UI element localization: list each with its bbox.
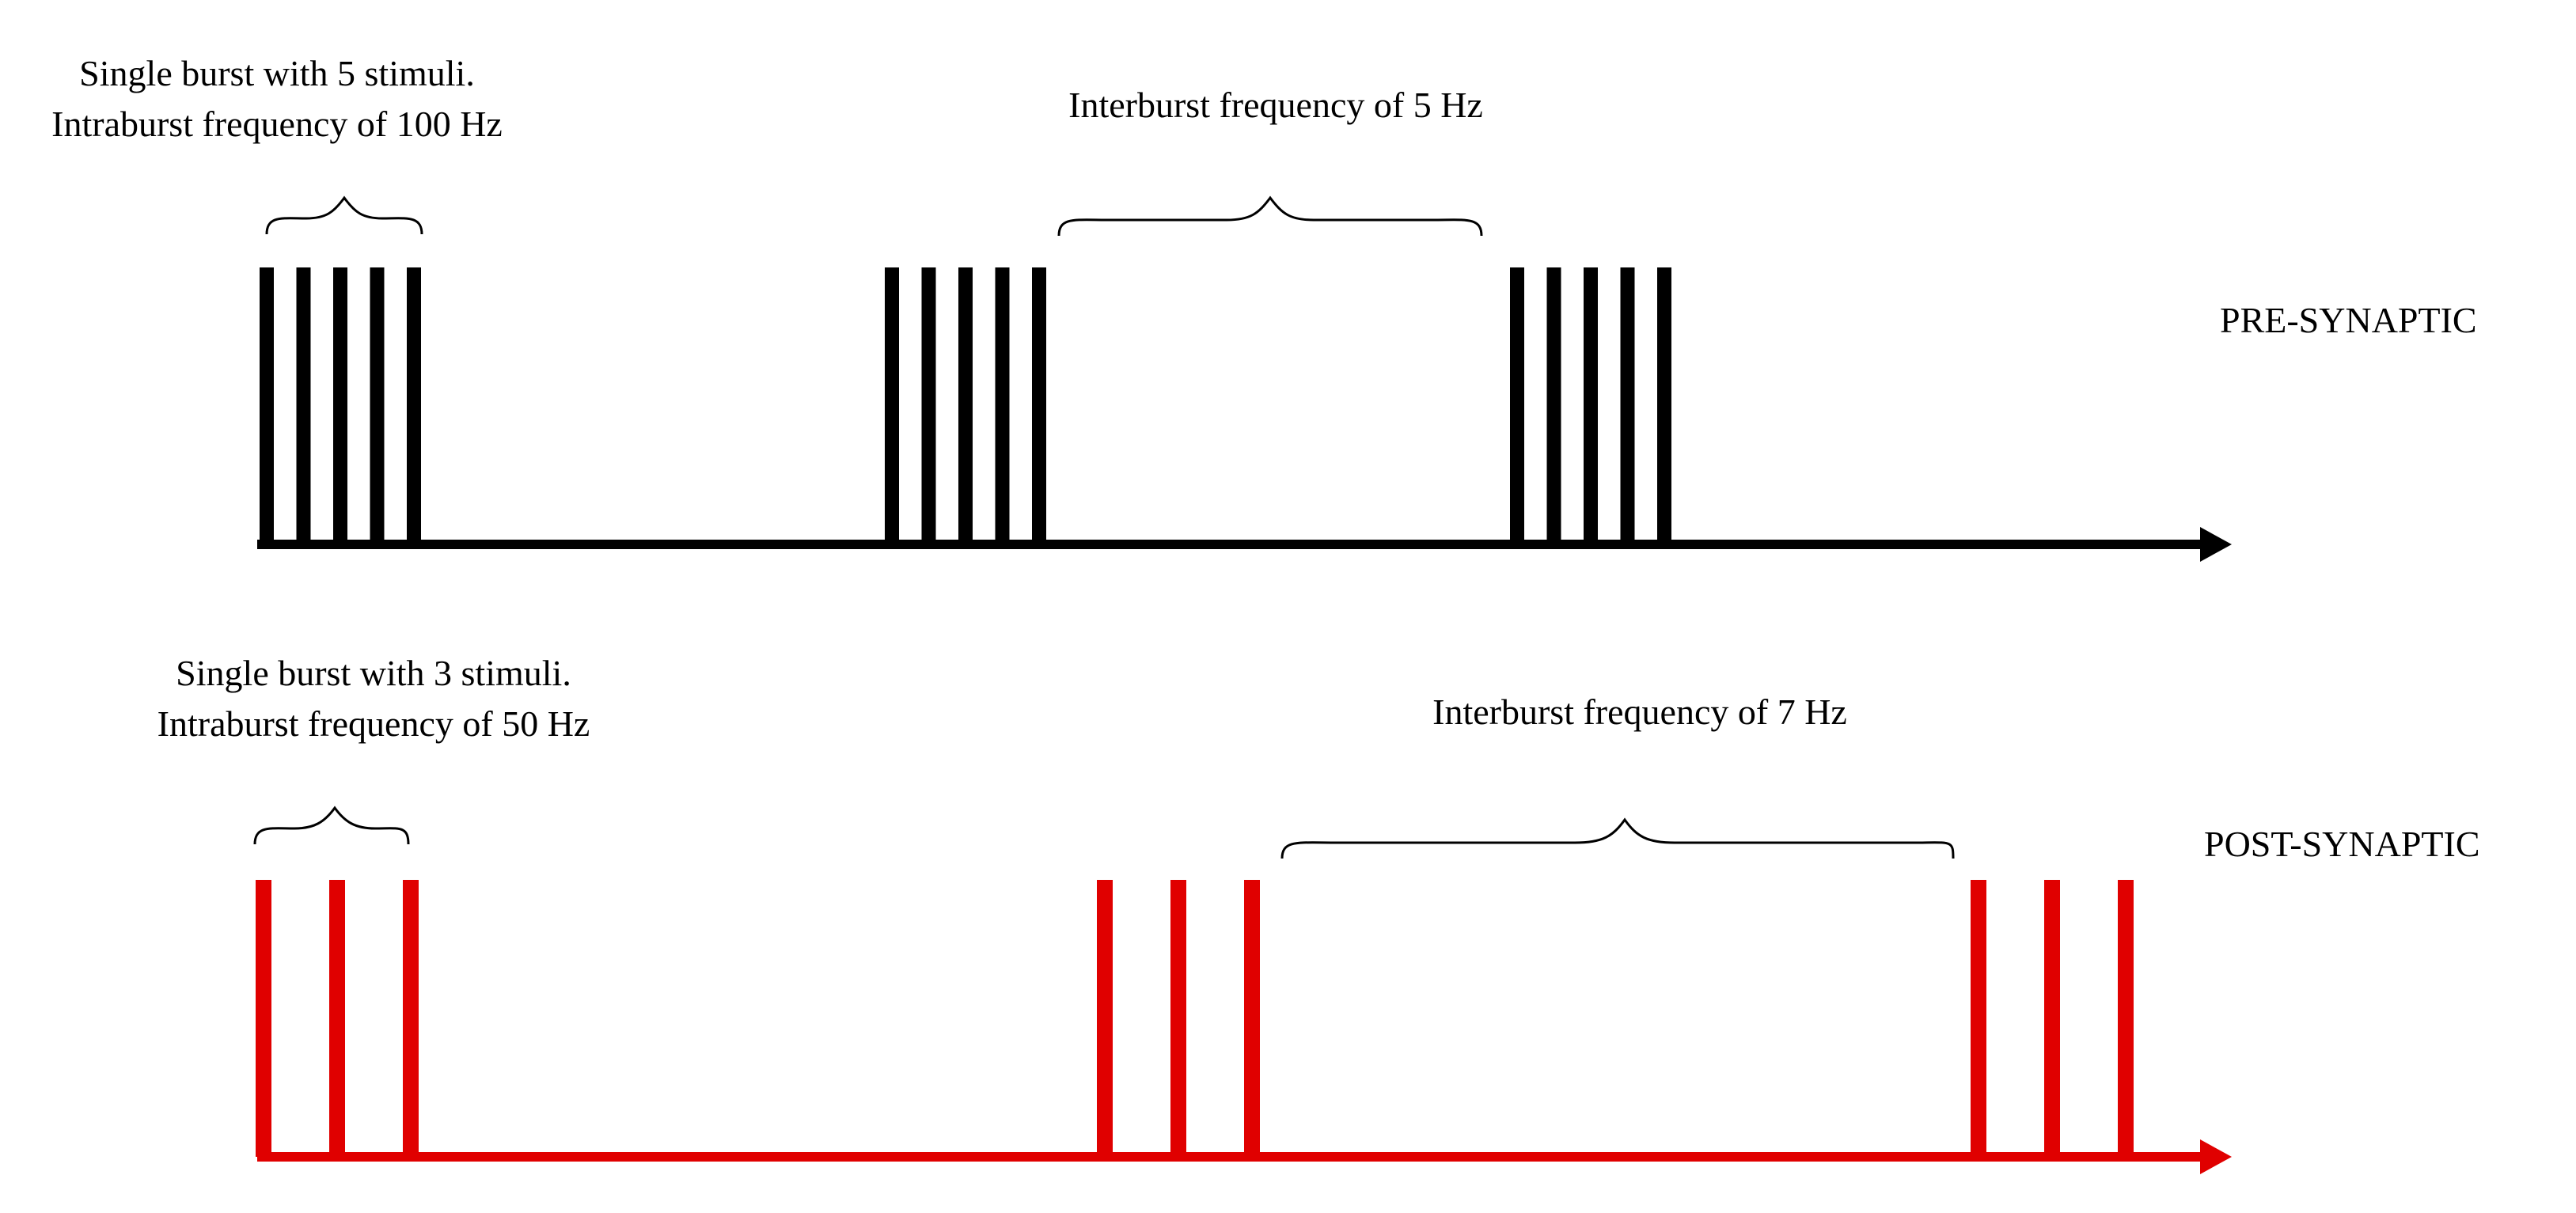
post-pulse-burst1-stim2: [329, 880, 345, 1157]
pre-pulse-burst2-stim2: [921, 267, 936, 544]
pre-pulse-burst3-stim4: [1620, 267, 1635, 544]
pre-interburst-brace: [1057, 195, 1483, 237]
post-axis-arrowhead: [2200, 1139, 2232, 1174]
pre-pulse-burst1-stim5: [407, 267, 421, 544]
post-pulses: [256, 880, 2134, 1157]
post-interburst-note: Interburst frequency of 7 Hz: [1432, 692, 1847, 732]
post-interburst-brace: [1280, 817, 1955, 859]
post-burst-note-line2: Intraburst frequency of 50 Hz: [157, 703, 590, 744]
pre-synaptic-row: Single burst with 5 stimuli. Intraburst …: [51, 53, 2477, 562]
pre-interburst-note: Interburst frequency of 5 Hz: [1068, 85, 1483, 125]
pre-pulse-burst3-stim5: [1657, 267, 1671, 544]
pre-pulse-burst2-stim3: [958, 267, 973, 544]
pre-axis-arrowhead: [2200, 527, 2232, 562]
pre-pulse-burst2-stim5: [1032, 267, 1046, 544]
post-pulse-burst3-stim1: [1971, 880, 1986, 1157]
pre-burst-note-line2: Intraburst frequency of 100 Hz: [51, 104, 503, 144]
pre-burst-note-line1: Single burst with 5 stimuli.: [79, 53, 475, 93]
pre-burst-brace: [265, 195, 423, 235]
post-pulse-burst1-stim1: [256, 880, 271, 1157]
post-pulse-burst2-stim1: [1097, 880, 1113, 1157]
pre-pulse-burst2-stim4: [995, 267, 1010, 544]
post-pulse-burst1-stim3: [403, 880, 419, 1157]
pre-pulse-burst3-stim1: [1510, 267, 1524, 544]
pre-pulse-burst1-stim1: [260, 267, 274, 544]
pre-pulse-burst1-stim4: [370, 267, 385, 544]
post-synaptic-row: Single burst with 3 stimuli. Intraburst …: [157, 653, 2480, 1174]
post-pulse-burst2-stim2: [1170, 880, 1186, 1157]
post-pulse-burst3-stim2: [2044, 880, 2060, 1157]
pre-pulse-burst3-stim2: [1546, 267, 1561, 544]
post-pulse-burst2-stim3: [1244, 880, 1260, 1157]
post-row-label: POST-SYNAPTIC: [2204, 824, 2480, 864]
pre-pulse-burst2-stim1: [885, 267, 899, 544]
post-burst-note-line1: Single burst with 3 stimuli.: [176, 653, 571, 693]
pre-pulses: [260, 267, 1671, 544]
pre-pulse-burst3-stim3: [1584, 267, 1598, 544]
post-burst-brace: [253, 806, 410, 845]
pre-row-label: PRE-SYNAPTIC: [2220, 300, 2477, 340]
pre-pulse-burst1-stim3: [333, 267, 347, 544]
post-pulse-burst3-stim3: [2118, 880, 2134, 1157]
pre-pulse-burst1-stim2: [296, 267, 311, 544]
